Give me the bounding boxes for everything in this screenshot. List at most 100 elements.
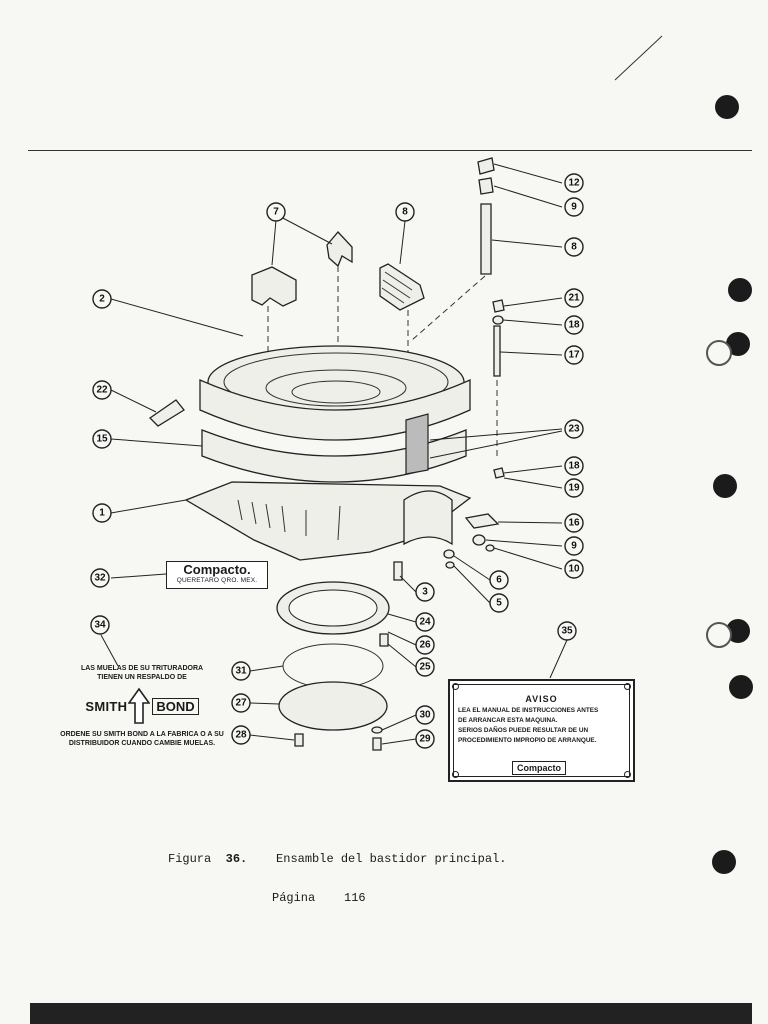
washer-30 — [371, 726, 383, 734]
callout-leaders — [100, 163, 568, 745]
aviso-brand-box: Compacto — [512, 761, 567, 775]
binder-hole — [712, 850, 736, 874]
callout-12: 12 — [564, 173, 584, 193]
smith-bond-logo-left: SMITH — [85, 698, 128, 714]
page-number-line: Página 116 — [272, 891, 366, 905]
svg-text:35: 35 — [561, 626, 573, 637]
callout-21: 21 — [564, 288, 584, 308]
callout-29: 29 — [415, 729, 435, 749]
liner-segment-7 — [379, 263, 425, 311]
svg-text:12: 12 — [568, 178, 580, 189]
liner-segment-6a — [251, 266, 297, 307]
frame-flange-2 — [199, 378, 471, 441]
nut-21 — [492, 299, 505, 313]
callout-28: 28 — [231, 725, 251, 745]
arrow-up-icon — [128, 687, 151, 724]
bolt-29 — [372, 737, 382, 751]
callout-19: 19 — [564, 478, 584, 498]
smith-bond-line-2: TIENEN UN RESPALDO DE — [97, 674, 187, 681]
callout-32: 32 — [90, 568, 110, 588]
stray-pen-mark — [614, 35, 663, 81]
pin-22 — [148, 399, 185, 427]
binder-hole — [713, 474, 737, 498]
svg-text:25: 25 — [419, 662, 431, 673]
countershaft-housing — [403, 490, 453, 546]
svg-text:6: 6 — [496, 575, 502, 586]
callout-23: 23 — [564, 419, 584, 439]
frame-ribs — [237, 499, 341, 541]
smith-bond-line-3: ORDENE SU SMITH BOND A LA FABRICA O A SU — [60, 731, 224, 738]
scan-edge-band — [30, 1003, 752, 1024]
callout-2: 2 — [92, 289, 112, 309]
callout-35: 35 — [557, 621, 577, 641]
nut-18-lower — [493, 467, 505, 479]
callout-27: 27 — [231, 693, 251, 713]
compacto-brand-text: Compacto. — [183, 562, 251, 577]
svg-text:23: 23 — [568, 424, 580, 435]
screw-icon — [452, 771, 459, 778]
callout-18-top: 18 — [564, 315, 584, 335]
callout-25: 25 — [415, 657, 435, 677]
callout-22: 22 — [92, 380, 112, 400]
callout-9-lower: 9 — [564, 536, 584, 556]
callout-9-top: 9 — [564, 197, 584, 217]
svg-text:31: 31 — [235, 666, 247, 677]
screw-icon — [624, 771, 631, 778]
figure-label: Figura — [168, 852, 212, 866]
svg-text:15: 15 — [96, 434, 108, 445]
svg-text:9: 9 — [571, 202, 577, 213]
adjustment-ring-15 — [201, 429, 467, 483]
nut-9-lower — [472, 534, 486, 546]
aviso-title: AVISO — [525, 694, 558, 704]
bolt-3 — [393, 561, 403, 581]
liner-segment-6b — [326, 231, 353, 268]
svg-text:3: 3 — [422, 587, 428, 598]
figure-caption: Figura 36. Ensamble del bastidor princip… — [168, 852, 506, 866]
callout-5: 6 — [489, 570, 509, 590]
bracket-16 — [464, 513, 500, 529]
compacto-nameplate: Compacto. QUERETARO QRO. MEX. — [166, 561, 268, 589]
washer-10 — [485, 544, 495, 552]
aviso-warning-plate: AVISO LEA EL MANUAL DE INSTRUCCIONES ANT… — [448, 679, 635, 782]
svg-text:16: 16 — [568, 518, 580, 529]
figure-title: Ensamble del bastidor principal. — [276, 852, 507, 866]
callout-31: 31 — [231, 661, 251, 681]
callout-1: 1 — [92, 503, 112, 523]
callout-17: 17 — [564, 345, 584, 365]
svg-text:9: 9 — [571, 541, 577, 552]
svg-text:22: 22 — [96, 385, 108, 396]
spring-23 — [405, 413, 429, 475]
top-rule — [28, 150, 752, 151]
compacto-location-text: QUERETARO QRO. MEX. — [176, 577, 258, 584]
smith-bond-line-4: DISTRIBUIDOR CUANDO CAMBIE MUELAS. — [68, 740, 216, 747]
smith-bond-line-1: LAS MUELAS DE SU TRITURADORA — [80, 665, 204, 672]
smith-bond-decal: LAS MUELAS DE SU TRITURADORA TIENEN UN R… — [52, 664, 232, 764]
binder-ring-hole — [706, 622, 732, 648]
aviso-line-3: SERIOS DAÑOS PUEDE RESULTAR DE UN — [458, 727, 589, 734]
svg-text:32: 32 — [94, 573, 106, 584]
callout-34: 34 — [90, 615, 110, 635]
stud-bolt-8 — [480, 203, 492, 275]
callout-6: 7 — [266, 202, 286, 222]
callout-18-lower: 18 — [564, 456, 584, 476]
svg-text:2: 2 — [99, 294, 105, 305]
washer-18 — [492, 315, 504, 325]
callout-4: 5 — [489, 593, 509, 613]
smith-bond-logo-right: BOND — [152, 697, 199, 715]
callout-26: 26 — [415, 635, 435, 655]
stud-17 — [493, 325, 501, 377]
callout-24: 24 — [415, 612, 435, 632]
svg-text:24: 24 — [419, 617, 431, 628]
binder-hole — [715, 95, 739, 119]
aviso-line-4: PROCEDIMIENTO IMPROPIO DE ARRANQUE. — [458, 737, 597, 744]
binder-ring-hole — [706, 340, 732, 366]
nut-5 — [443, 549, 455, 559]
svg-text:29: 29 — [419, 734, 431, 745]
liner-segment-7-ribs — [381, 271, 413, 304]
svg-text:28: 28 — [235, 730, 247, 741]
smith-bond-logo: SMITH BOND — [52, 686, 232, 726]
callout-8: 8 — [564, 237, 584, 257]
svg-text:27: 27 — [235, 698, 247, 709]
